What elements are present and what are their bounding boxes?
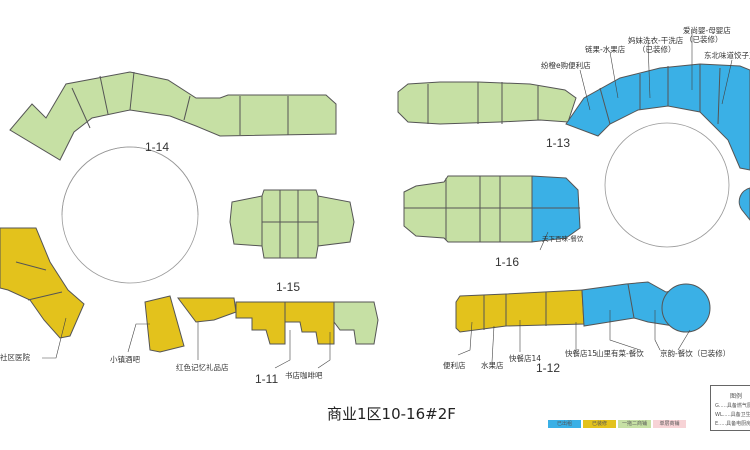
building-1-16: [403, 175, 581, 243]
legend-box-item: WL.....具备卫生: [715, 412, 750, 418]
shop-label-aiyingying: 爱尚婴-母婴店: [683, 26, 731, 35]
leader-lines: [42, 30, 733, 369]
legend-single-floor: 单层商铺: [653, 420, 686, 428]
building-label-1-14: 1-14: [145, 140, 170, 154]
legend-box-title: 图例: [729, 393, 742, 400]
shop-label-xiaozhen: 小镇酒吧: [110, 355, 140, 364]
plaza-circle-left: [61, 146, 199, 284]
building-1-11: [144, 295, 379, 353]
shop-label-fencheng: 纷橙e购便利店: [541, 61, 591, 70]
shop-label-jingyun: 京韵-餐饮（已装修）: [660, 349, 731, 358]
shop-label-hongse: 红色记忆礼品店: [176, 363, 229, 372]
building-1-13-blue: [565, 63, 750, 171]
building-left-partial: [0, 227, 85, 339]
legend-combined-shop: 一拖二商铺: [618, 420, 651, 428]
building-1-15: [229, 189, 355, 259]
building-label-1-15: 1-15: [276, 280, 301, 294]
shop-label-bianli: 便利店: [443, 361, 466, 370]
shop-label-tianxia: 天下百味-餐饮: [542, 235, 584, 243]
shop-label-kuaican15: 快餐店15: [565, 349, 598, 358]
building-right-partial: [738, 187, 750, 221]
building-label-1-11: 1-11: [255, 372, 279, 386]
legend-box-item: G.....具备燃气厨: [715, 403, 750, 409]
shop-label-lianguo: 链果-水果店: [585, 45, 626, 54]
shop-label-shudian: 书店咖啡吧: [285, 371, 323, 380]
shop-label-shequ: 社区医院: [0, 353, 30, 362]
building-label-1-12: 1-12: [536, 361, 561, 375]
shop-label-mamei-note: （已装修）: [638, 45, 676, 54]
shop-label-mamei: 妈妹洗衣-干洗店: [628, 36, 684, 45]
building-1-12: [455, 281, 711, 333]
shop-label-shanli: 山里有菜-餐饮: [596, 349, 644, 358]
page-title: 商业1区10-16#2F: [327, 405, 456, 423]
legend-box: 图例 G.....具备燃气厨 WL.....具备卫生 E.....具备电厨房: [710, 385, 750, 431]
shop-label-dongbei: 东北味道饺子王: [704, 51, 750, 60]
round-pavilion-1-12: [661, 283, 711, 333]
plaza-circle-left-arc-top: [61, 146, 199, 216]
legend-box-item: E.....具备电厨房: [715, 421, 750, 427]
shop-label-shuiguo: 水果店: [481, 361, 504, 370]
building-label-1-16: 1-16: [495, 255, 520, 269]
building-label-1-13: 1-13: [546, 136, 571, 150]
legend-renovated: 已装修: [583, 420, 616, 428]
shop-label-aiyingying-note: （已装修）: [685, 35, 723, 44]
shop-label-kuaican14: 快餐店14: [509, 354, 542, 363]
building-1-13-green: [397, 81, 577, 125]
building-1-14: [9, 71, 337, 161]
plaza-circle-right: [604, 122, 730, 248]
legend-leased: 已出租: [548, 420, 581, 428]
